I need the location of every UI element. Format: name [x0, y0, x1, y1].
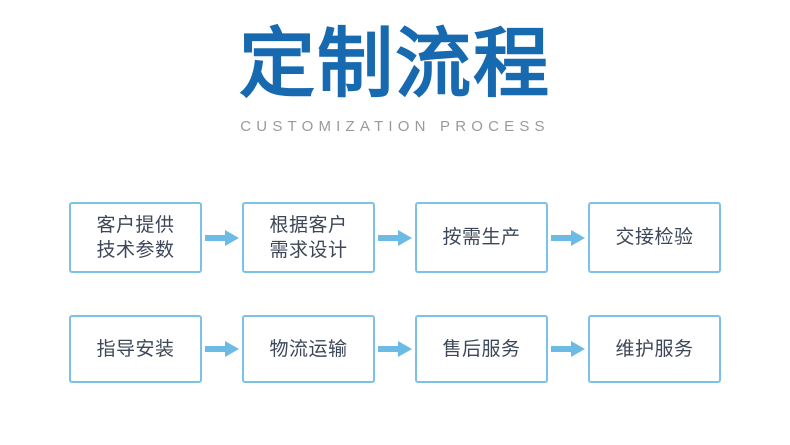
- step-box-3[interactable]: 按需生产: [415, 202, 548, 273]
- step-box-5[interactable]: 指导安装: [69, 315, 202, 383]
- step-label-line: 技术参数: [96, 238, 175, 261]
- step-label-line: 物流运输: [269, 337, 348, 360]
- step-label-line: 指导安装: [96, 337, 175, 360]
- step-label-line: 客户提供: [96, 213, 175, 236]
- step-label-line: 维护服务: [615, 337, 694, 360]
- step-label-line: 根据客户: [269, 213, 348, 236]
- step-box-6[interactable]: 物流运输: [242, 315, 375, 383]
- step-label-line: 售后服务: [442, 337, 521, 360]
- step-box-1[interactable]: 客户提供 技术参数: [69, 202, 202, 273]
- step-box-2[interactable]: 根据客户 需求设计: [242, 202, 375, 273]
- step-box-7[interactable]: 售后服务: [415, 315, 548, 383]
- step-box-8[interactable]: 维护服务: [588, 315, 721, 383]
- arrow-right-icon: [202, 227, 242, 249]
- page-subtitle: CUSTOMIZATION PROCESS: [240, 118, 550, 135]
- header: 定制流程 CUSTOMIZATION PROCESS: [0, 18, 790, 136]
- page-title: 定制流程: [239, 19, 551, 108]
- step-label-line: 交接检验: [615, 226, 694, 248]
- flow-row-2: 指导安装 物流运输 售后服务 维护服务: [69, 315, 721, 383]
- arrow-right-icon: [202, 338, 242, 360]
- step-label-line: 需求设计: [269, 238, 348, 261]
- arrow-right-icon: [375, 338, 415, 360]
- arrow-right-icon: [548, 338, 588, 360]
- step-label-line: 按需生产: [442, 226, 521, 248]
- arrow-right-icon: [375, 227, 415, 249]
- step-box-4[interactable]: 交接检验: [588, 202, 721, 273]
- arrow-right-icon: [548, 227, 588, 249]
- flow-row-1: 客户提供 技术参数 根据客户 需求设计 按需生产 交接检验: [69, 202, 721, 273]
